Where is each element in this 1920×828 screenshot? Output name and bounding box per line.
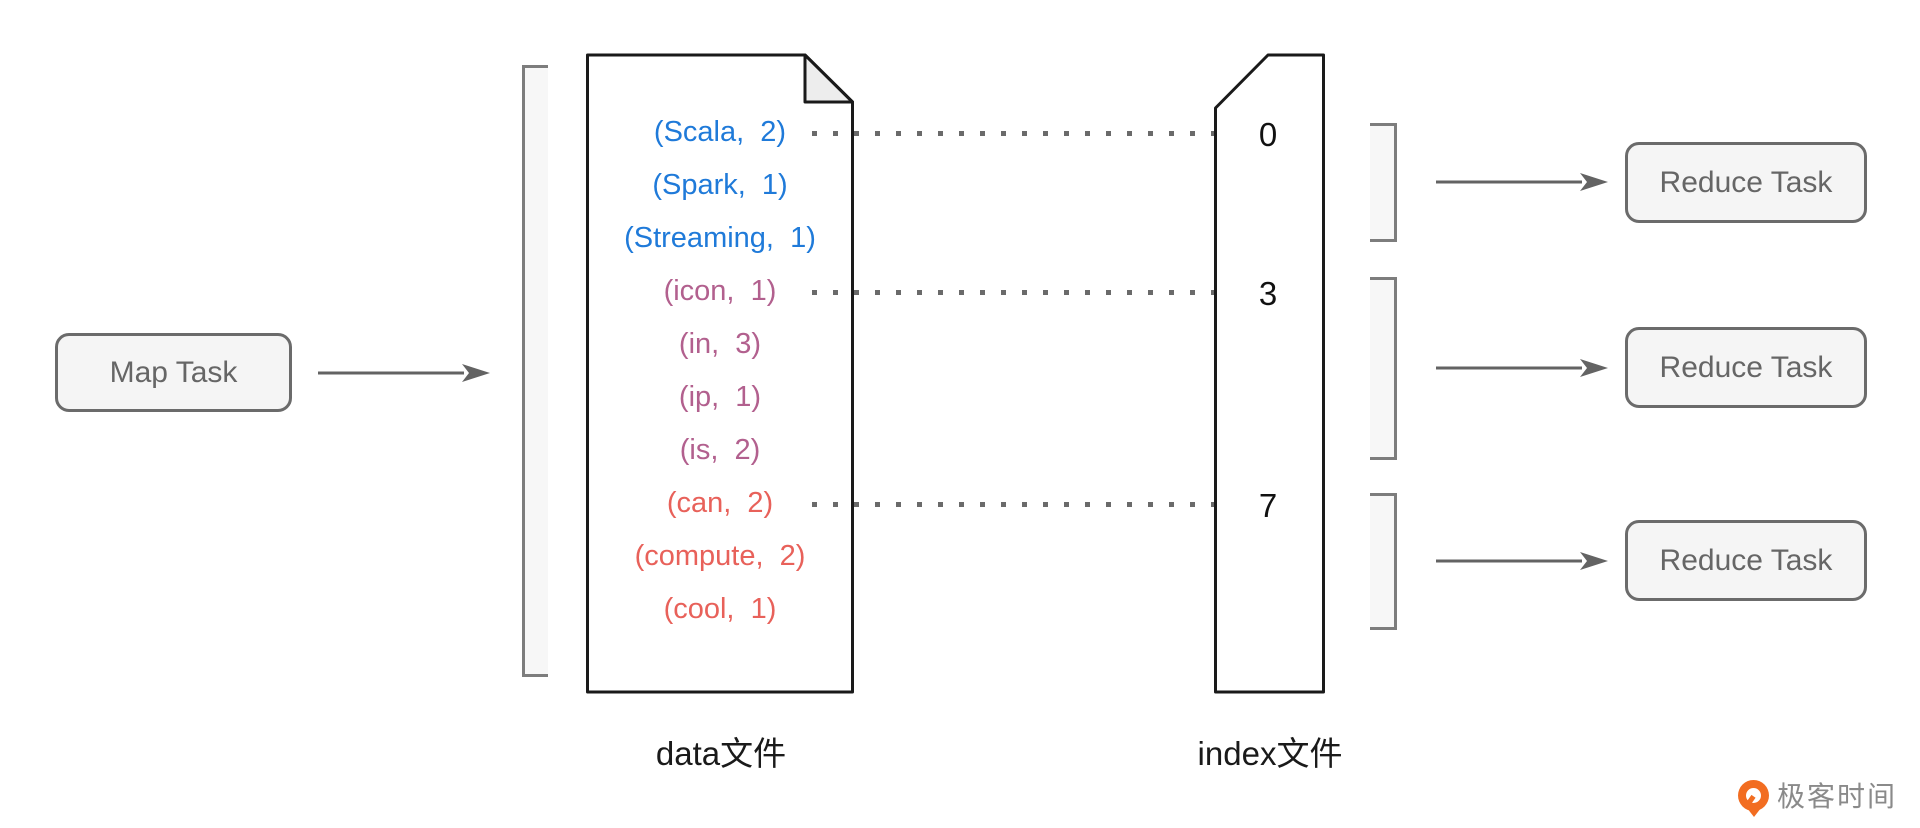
index-file-shape [1214, 53, 1325, 694]
logo-pin-tail [1747, 807, 1761, 817]
reduce-task-2-label: Reduce Task [1659, 350, 1833, 384]
geektime-logo-text: 极客时间 [1777, 781, 1898, 812]
record: (ip, 1) [678, 381, 762, 413]
record: (Scala, 2) [653, 116, 787, 148]
folded-corner-icon [803, 53, 854, 104]
map-task-label: Map Task [109, 355, 238, 389]
reduce-task-box-2: Reduce Task [1625, 327, 1867, 408]
dotted-connector-offset-0 [812, 131, 1242, 136]
record: (is, 2) [679, 434, 761, 466]
data-file-bracket [522, 65, 548, 677]
index-file-caption: index文件 [1197, 735, 1343, 772]
index-offset-0: 0 [1258, 116, 1278, 153]
partition-bracket-1 [1370, 123, 1397, 242]
partition-bracket-2 [1370, 277, 1397, 460]
arrow-to-reduce-2-icon [1436, 359, 1608, 377]
record: (icon, 1) [663, 275, 777, 307]
index-offset-1: 3 [1258, 275, 1278, 312]
reduce-task-box-3: Reduce Task [1625, 520, 1867, 601]
map-task-box: Map Task [55, 333, 292, 412]
geektime-logo-icon [1738, 779, 1769, 817]
record: (can, 2) [666, 487, 774, 519]
arrow-to-reduce-1-icon [1436, 173, 1608, 191]
partition-bracket-3 [1370, 493, 1397, 630]
arrow-map-to-data-icon [318, 364, 490, 382]
dotted-connector-offset-3 [812, 290, 1242, 295]
geektime-watermark: 极客时间 [1738, 775, 1898, 817]
dotted-connector-offset-7 [812, 502, 1242, 507]
reduce-task-box-1: Reduce Task [1625, 142, 1867, 223]
data-file-shape [586, 53, 854, 694]
record: (Streaming, 1) [624, 222, 816, 254]
record: (in, 3) [678, 328, 762, 360]
record: (Spark, 1) [652, 169, 788, 201]
data-file-caption: data文件 [655, 735, 787, 772]
index-offset-2: 7 [1258, 487, 1278, 524]
record: (compute, 2) [634, 540, 806, 572]
data-file-records: (Scala, 2) (Spark, 1) (Streaming, 1) (icon,… [587, 106, 853, 636]
arrow-to-reduce-3-icon [1436, 552, 1608, 570]
reduce-task-1-label: Reduce Task [1659, 165, 1833, 199]
reduce-task-3-label: Reduce Task [1659, 543, 1833, 577]
record: (cool, 1) [663, 593, 777, 625]
